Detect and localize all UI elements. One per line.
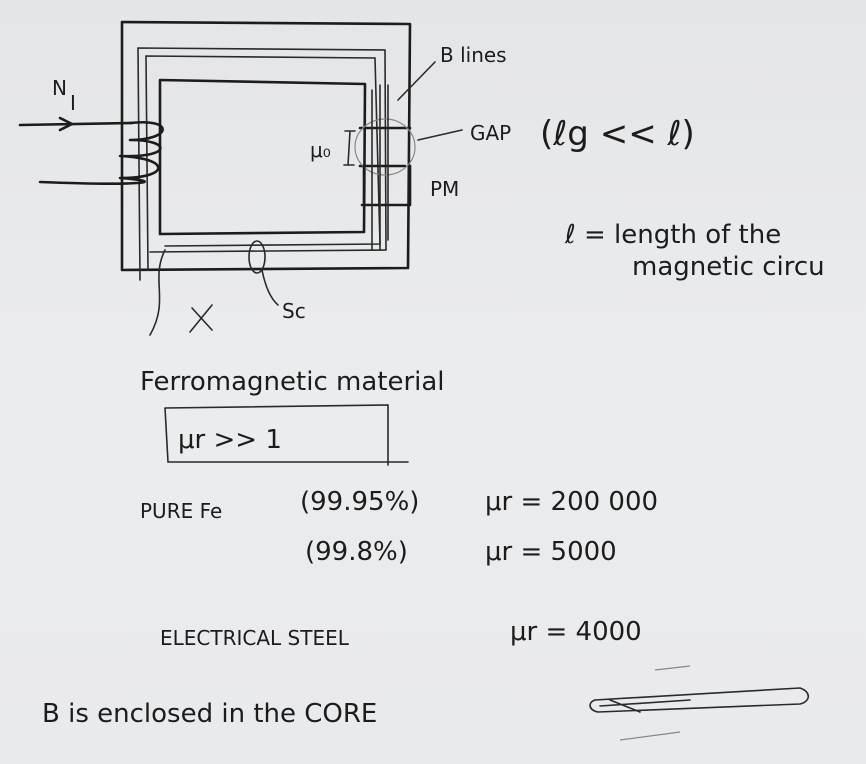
label-n: N (52, 76, 67, 100)
pure-fe-1-mu: μr = 200 000 (485, 487, 658, 517)
cross-mark (189, 304, 213, 333)
conclusion-text: B is enclosed in the CORE (42, 699, 377, 729)
pure-fe-2-purity: (99.8%) (305, 537, 408, 567)
coil-winding (38, 120, 164, 185)
pure-fe-label: PURE Fe (140, 499, 222, 523)
cross-section-loop (248, 240, 266, 274)
pure-fe-2-mu: μr = 5000 (485, 537, 617, 567)
label-b-lines: B lines (440, 43, 507, 67)
rod-sketch (589, 687, 810, 713)
label-sc: Sc (282, 299, 306, 323)
electrical-steel-label: ELECTRICAL STEEL (160, 626, 350, 650)
input-wire-arrow (18, 121, 134, 127)
core-outer-outline (120, 20, 412, 272)
mu-r-much-greater: μr >> 1 (178, 425, 282, 455)
pure-fe-1-purity: (99.95%) (300, 487, 419, 517)
label-gap-condition: (ℓg << ℓ) (540, 114, 695, 154)
sc-pointer (261, 269, 279, 306)
label-l-definition-line2: magnetic circu (632, 252, 825, 282)
arrow-head (58, 116, 74, 132)
gap-pointer (417, 129, 463, 141)
label-gap: GAP (470, 121, 511, 145)
b-line-vertical (371, 84, 389, 251)
mu0-bracket (343, 130, 356, 166)
label-mu0: μ₀ (310, 138, 331, 162)
label-l-definition-line1: ℓ = length of the (564, 220, 781, 250)
boxed-formula-frame (164, 404, 409, 466)
wavy-line (149, 249, 166, 336)
fringing-field (354, 118, 416, 176)
b-line-outer (137, 47, 387, 281)
b-line-inner (145, 55, 381, 271)
b-lines-pointer (397, 61, 436, 101)
label-pm: PM (430, 177, 459, 201)
electrical-steel-mu: μr = 4000 (510, 617, 642, 647)
heading-ferromagnetic: Ferromagnetic material (140, 367, 445, 397)
permanent-magnet (360, 164, 412, 207)
rod-field-marks (619, 665, 691, 741)
core-inner-outline (158, 78, 367, 236)
label-i: I (70, 91, 76, 115)
